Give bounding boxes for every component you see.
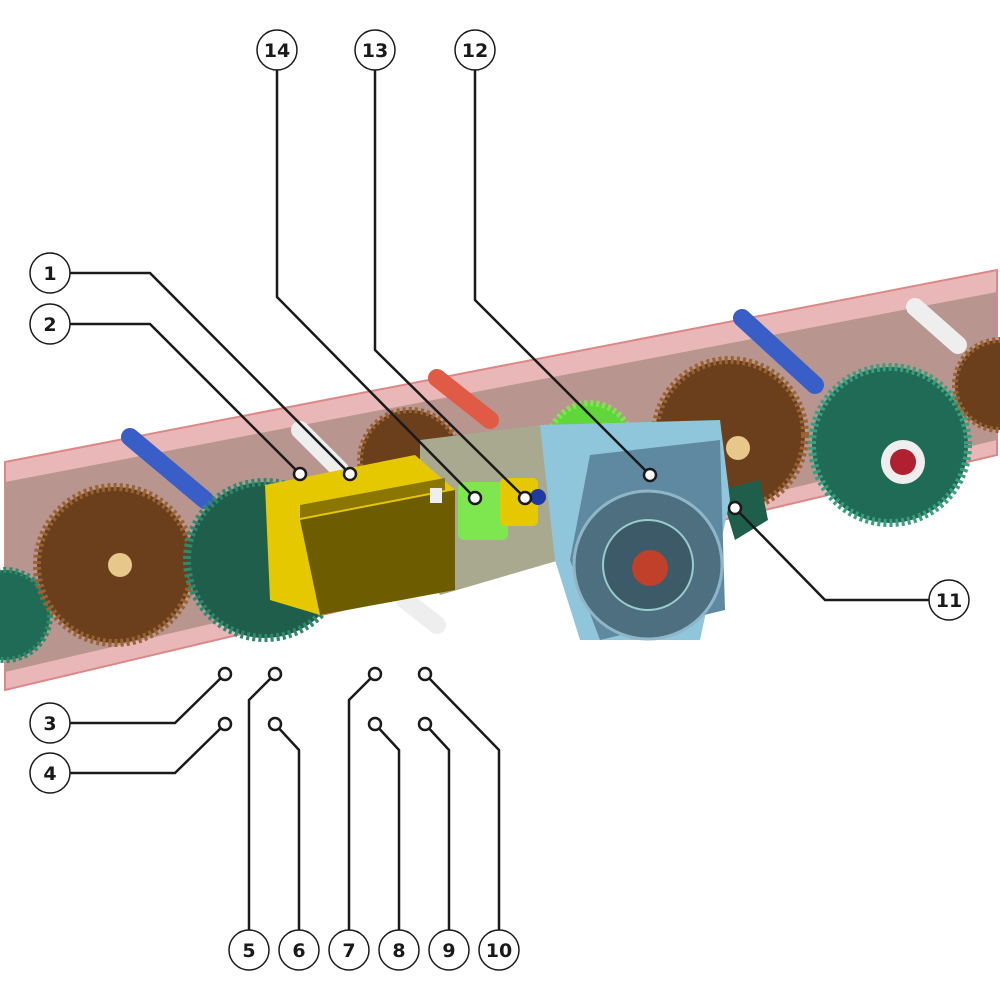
svg-text:4: 4: [43, 763, 56, 785]
svg-text:2: 2: [43, 314, 56, 336]
callout-14: 14: [256, 29, 298, 71]
callout-7: 7: [328, 929, 370, 971]
brown-gear: [952, 337, 1000, 433]
svg-text:7: 7: [342, 940, 355, 962]
svg-text:11: 11: [936, 590, 962, 612]
gearbox: [540, 420, 730, 641]
svg-text:3: 3: [43, 713, 56, 735]
svg-text:13: 13: [362, 40, 388, 62]
callout-6: 6: [278, 929, 320, 971]
svg-text:9: 9: [442, 940, 455, 962]
callout-2: 2: [29, 303, 71, 345]
rollers: [121, 298, 967, 634]
anchor-dots: [217, 466, 743, 732]
callout-10: 10: [478, 929, 520, 971]
svg-text:10: 10: [486, 940, 512, 962]
svg-text:12: 12: [462, 40, 488, 62]
green-gear: [0, 567, 53, 663]
callout-1: 1: [29, 252, 71, 294]
callouts: 1 2 3 4 5 6 7 8 9 10 11 12 13 14: [29, 29, 970, 971]
callout-5: 5: [228, 929, 270, 971]
callout-4: 4: [29, 752, 71, 794]
motor: [265, 455, 455, 615]
svg-text:8: 8: [392, 940, 405, 962]
svg-text:5: 5: [242, 940, 255, 962]
callout-9: 9: [428, 929, 470, 971]
svg-text:14: 14: [264, 40, 290, 62]
callout-3: 3: [29, 702, 71, 744]
callout-13: 13: [354, 29, 396, 71]
svg-text:1: 1: [43, 263, 56, 285]
callout-11: 11: [928, 579, 970, 621]
svg-text:6: 6: [292, 940, 305, 962]
output-shaft: [632, 550, 668, 586]
leader-lines: [70, 70, 930, 930]
callout-12: 12: [454, 29, 496, 71]
callout-8: 8: [378, 929, 420, 971]
bracket: [720, 480, 768, 540]
